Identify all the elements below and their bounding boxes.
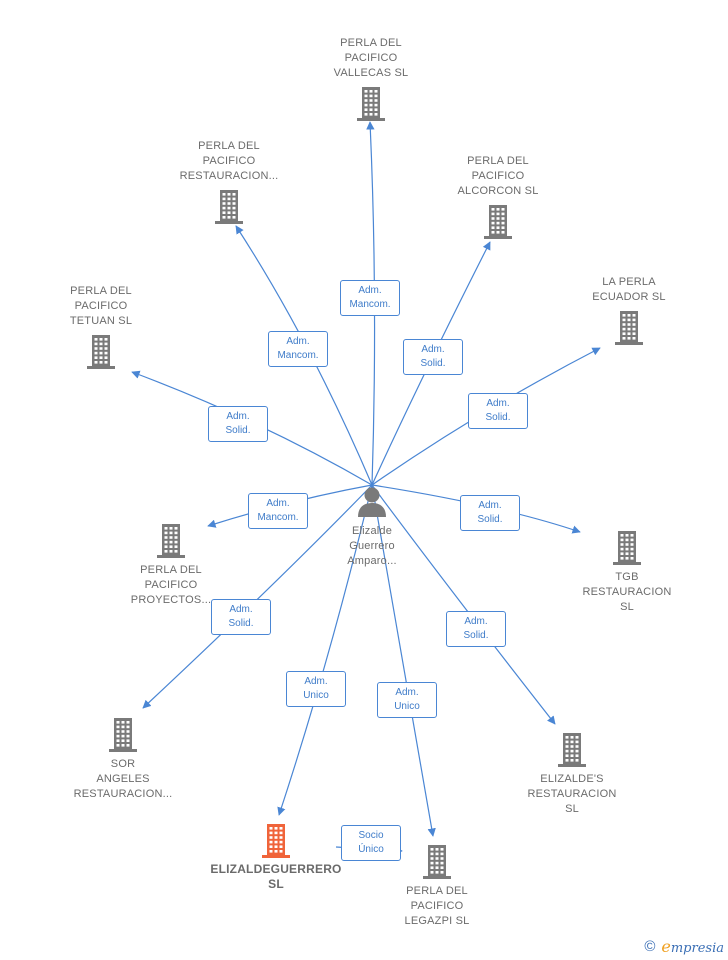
company-label-vallecas[interactable]: PERLA DEL PACIFICO VALLECAS SL xyxy=(333,37,409,79)
role-badge-sor[interactable]: Adm. Solid. xyxy=(211,599,271,635)
building-icon xyxy=(215,190,243,224)
role-badge-vallecas[interactable]: Adm. Mancom. xyxy=(340,280,400,316)
company-node-ecuador[interactable] xyxy=(612,310,646,351)
building-icon xyxy=(613,531,641,565)
company-node-proyectos[interactable] xyxy=(154,523,188,564)
person-icon xyxy=(358,487,386,517)
role-badge-proyectos[interactable]: Adm. Mancom. xyxy=(248,493,308,529)
role-badge-secondary[interactable]: Socio Único xyxy=(341,825,401,861)
company-label-tgb[interactable]: TGB RESTAURACION SL xyxy=(582,571,672,613)
company-node-restauracion[interactable] xyxy=(212,189,246,230)
building-icon xyxy=(109,718,137,752)
building-icon xyxy=(357,87,385,121)
building-icon xyxy=(615,311,643,345)
company-label-alcorcon[interactable]: PERLA DEL PACIFICO ALCORCON SL xyxy=(457,155,539,197)
role-badge-alcorcon[interactable]: Adm. Solid. xyxy=(403,339,463,375)
company-node-tetuan[interactable] xyxy=(84,334,118,375)
role-badge-tetuan[interactable]: Adm. Solid. xyxy=(208,406,268,442)
edge-sor xyxy=(142,484,373,709)
role-badge-restauracion[interactable]: Adm. Mancom. xyxy=(268,331,328,367)
company-node-elizaldes[interactable] xyxy=(555,732,589,773)
company-node-alcorcon[interactable] xyxy=(481,204,515,245)
company-label-restauracion[interactable]: PERLA DEL PACIFICO RESTAURACION... xyxy=(179,140,279,182)
footer-brand[interactable]: © empresia xyxy=(644,937,724,956)
company-node-tgb[interactable] xyxy=(610,530,644,571)
role-badge-ecuador[interactable]: Adm. Solid. xyxy=(468,393,528,429)
copyright-symbol: © xyxy=(644,938,656,955)
building-icon xyxy=(423,845,451,879)
company-label-tetuan[interactable]: PERLA DEL PACIFICO TETUAN SL xyxy=(69,285,133,327)
company-label-legazpi[interactable]: PERLA DEL PACIFICO LEGAZPI SL xyxy=(404,885,470,927)
role-badge-legazpi[interactable]: Adm. Unico xyxy=(377,682,437,718)
edge-elizaldeguerrero xyxy=(277,484,373,816)
company-node-sor[interactable] xyxy=(106,717,140,758)
building-icon xyxy=(262,824,290,858)
company-label-ecuador[interactable]: LA PERLA ECUADOR SL xyxy=(592,276,666,303)
company-label-elizaldes[interactable]: ELIZALDE'S RESTAURACION SL xyxy=(527,773,617,815)
building-icon xyxy=(558,733,586,767)
role-badge-tgb[interactable]: Adm. Solid. xyxy=(460,495,520,531)
edge-elizaldes xyxy=(371,484,556,725)
center-person-label[interactable]: Elizalde Guerrero Amparo... xyxy=(347,525,397,567)
company-label-sor[interactable]: SOR ANGELES RESTAURACION... xyxy=(73,758,173,800)
company-node-vallecas[interactable] xyxy=(354,86,388,127)
company-label-proyectos[interactable]: PERLA DEL PACIFICO PROYECTOS... xyxy=(130,564,212,606)
building-icon xyxy=(157,524,185,558)
role-badge-elizaldes[interactable]: Adm. Solid. xyxy=(446,611,506,647)
building-icon xyxy=(484,205,512,239)
company-node-legazpi[interactable] xyxy=(420,844,454,885)
edge-legazpi xyxy=(371,484,436,837)
role-badge-elizaldeguerrero[interactable]: Adm. Unico xyxy=(286,671,346,707)
building-icon xyxy=(87,335,115,369)
company-label-elizaldeguerrero[interactable]: ELIZALDEGUERRERO SL xyxy=(210,862,342,891)
brand-logo[interactable]: empresia xyxy=(661,937,724,956)
company-node-elizaldeguerrero[interactable] xyxy=(259,823,293,864)
center-person-node[interactable] xyxy=(357,486,387,523)
